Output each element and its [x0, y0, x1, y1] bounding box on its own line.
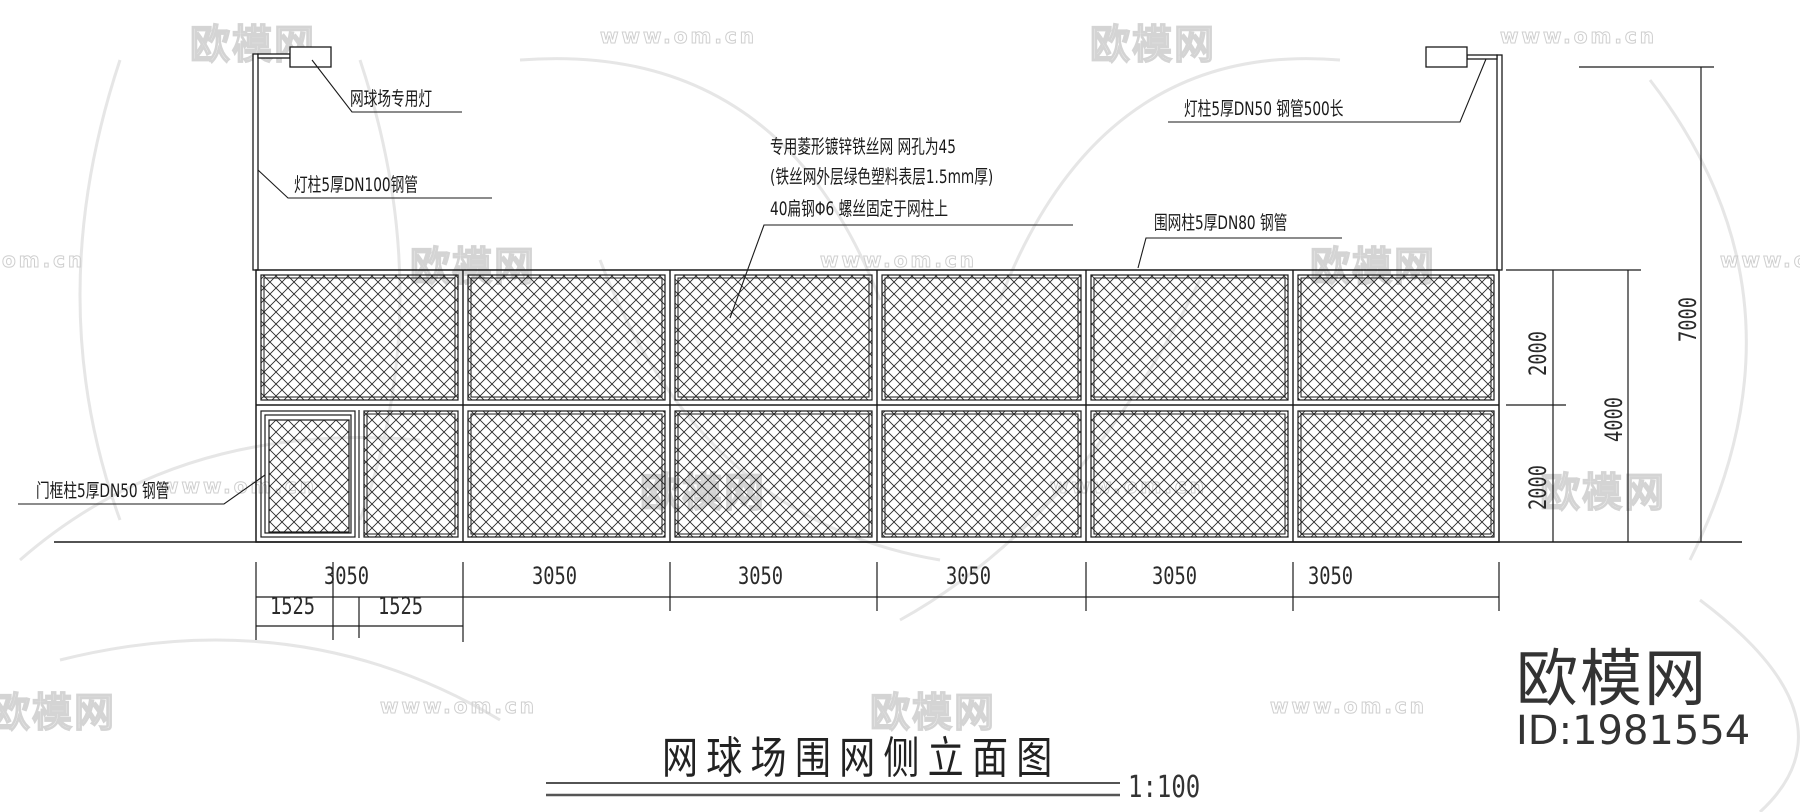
light-pole-left: [252, 46, 332, 271]
dim-door-right: 1525: [378, 592, 424, 620]
upper-panels: [260, 274, 1495, 401]
watermark-logo: 欧模网: [1539, 469, 1666, 516]
watermark-logo: 欧模网: [869, 689, 996, 736]
label-fence-post-dn80: 围网柱5厚DN80 钢管: [1154, 212, 1288, 234]
brand-name: 欧模网: [1516, 642, 1709, 715]
label-door-post-dn50: 门框柱5厚DN50 钢管: [36, 480, 170, 502]
label-tennis-court-lamp: 网球场专用灯: [350, 88, 433, 110]
watermark-url: www.om.cn: [819, 248, 978, 273]
dim-panel-1: 3050: [324, 562, 370, 590]
watermark-url: www.om.cn: [379, 694, 538, 719]
dim-panel-6: 3050: [1308, 562, 1354, 590]
watermark-url: www.om.cn: [599, 24, 758, 49]
drawing-scale: 1:100: [1128, 770, 1201, 805]
dim-panel-3: 3050: [738, 562, 784, 590]
label-light-pole-dn100: 灯柱5厚DN100钢管: [294, 174, 418, 196]
watermark-url: www.om.cn: [1499, 24, 1658, 49]
dim-panel-5: 3050: [1152, 562, 1198, 590]
watermark-logo: 欧模网: [0, 689, 116, 736]
dim-lower-row: 2000: [1524, 464, 1552, 510]
label-light-pole-dn50: 灯柱5厚DN50 钢管500长: [1184, 98, 1344, 120]
door-frame: [260, 410, 360, 538]
dim-upper-row: 2000: [1524, 330, 1552, 376]
label-mesh-spec-2: (铁丝网外层绿色塑料表层1.5mm厚): [770, 166, 994, 188]
dim-panel-2: 3050: [532, 562, 578, 590]
watermark-logo: 欧模网: [1089, 21, 1216, 68]
dim-door-left: 1525: [270, 592, 316, 620]
drawing-title: 网球场围网侧立面图: [662, 733, 1061, 784]
dim-fence-height: 4000: [1600, 396, 1628, 442]
label-mesh-spec-1: 专用菱形镀锌铁丝网 网孔为45: [770, 136, 956, 158]
watermark-url: om.cn: [1, 248, 86, 273]
lower-panels: [363, 410, 1495, 538]
brand-id: ID:1981554: [1516, 708, 1751, 754]
watermark-url: www.om.cn: [1269, 694, 1428, 719]
label-mesh-spec-3: 40扁钢Φ6 螺丝固定于网柱上: [770, 198, 949, 220]
watermark-url: www.om.cn: [1719, 248, 1800, 273]
light-pole-right: [1425, 46, 1503, 271]
dim-overall-height: 7000: [1674, 296, 1702, 342]
dim-panel-4: 3050: [946, 562, 992, 590]
